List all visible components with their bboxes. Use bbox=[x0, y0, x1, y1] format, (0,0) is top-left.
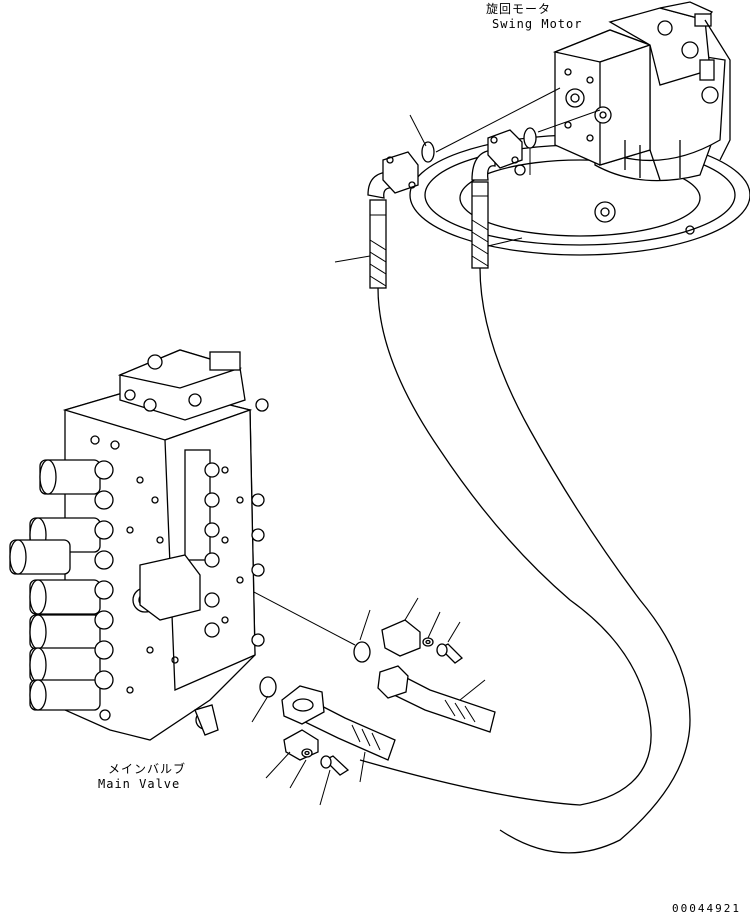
hose-right bbox=[471, 129, 691, 854]
hose-end-upper bbox=[377, 665, 496, 733]
drawing-code: 00044921 bbox=[672, 902, 741, 915]
swing-motor bbox=[409, 1, 750, 256]
valve-side-fittings bbox=[132, 449, 265, 736]
hose-end-lower bbox=[281, 685, 396, 761]
swing-motor-label-jp: 旋回モータ bbox=[486, 2, 552, 16]
main-valve-label-jp: メインバルブ bbox=[108, 762, 187, 776]
valve-ports bbox=[90, 435, 244, 721]
leader-lines bbox=[249, 87, 601, 806]
main-valve bbox=[9, 349, 269, 741]
hose-left bbox=[359, 151, 652, 806]
spool-caps bbox=[9, 459, 114, 711]
fittings-lower bbox=[283, 729, 350, 776]
fittings-upper bbox=[381, 619, 464, 664]
swing-motor-label-en: Swing Motor bbox=[492, 17, 583, 31]
main-valve-label-en: Main Valve bbox=[98, 777, 181, 791]
